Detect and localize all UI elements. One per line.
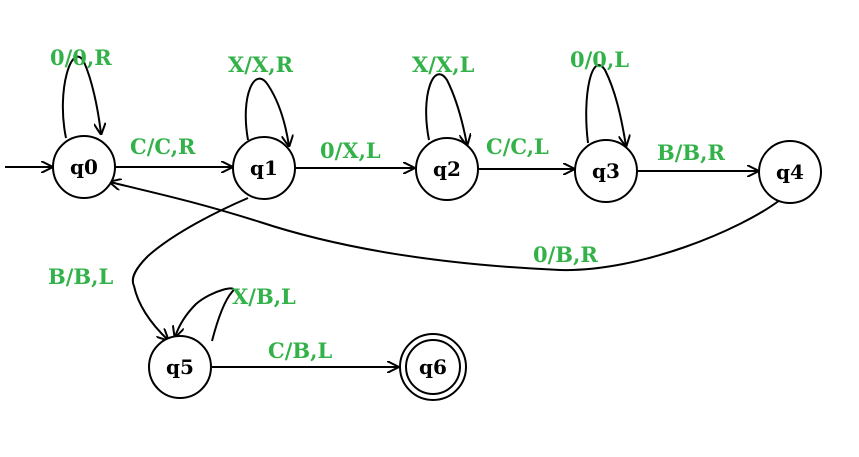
edge-q0-q0 [61, 55, 101, 139]
edge-q1-q1 [244, 77, 289, 146]
label-q3-q4: B/B,R [657, 140, 725, 165]
edge-q4-q0 [110, 182, 781, 272]
state-q5-label: q5 [166, 355, 194, 379]
state-q3: q3 [574, 139, 638, 203]
label-q1-q2: 0/X,L [320, 138, 381, 163]
label-q1-q5: B/B,L [48, 264, 113, 289]
state-q0: q0 [52, 135, 116, 199]
label-q2-q2: X/X,L [412, 52, 475, 77]
state-q0-label: q0 [70, 155, 98, 179]
state-q6-label: q6 [419, 355, 447, 379]
label-q5-q6: C/B,L [268, 338, 332, 363]
label-q0-q0: 0/0,R [50, 45, 112, 70]
label-q4-q0: 0/B,R [533, 242, 598, 267]
state-q2-label: q2 [433, 157, 461, 181]
edge-q2-q2 [425, 73, 467, 145]
state-q6-accept: q6 [399, 333, 467, 401]
state-q1-label: q1 [250, 156, 278, 180]
label-q5-q5: X/B,L [232, 284, 296, 309]
state-q3-label: q3 [592, 159, 620, 183]
label-q1-q1: X/X,R [228, 52, 294, 77]
label-q3-q3: 0/0,L [570, 47, 629, 72]
state-q4-label: q4 [776, 160, 804, 184]
edge-q5-q5 [175, 287, 235, 342]
label-q2-q3: C/C,L [486, 134, 549, 159]
state-q1: q1 [232, 136, 296, 200]
state-q5: q5 [148, 335, 212, 399]
edge-q3-q3 [585, 64, 626, 146]
label-q0-q1: C/C,R [130, 134, 196, 159]
state-q2: q2 [415, 137, 479, 201]
state-q4: q4 [758, 140, 822, 204]
edge-q1-q5 [131, 197, 249, 340]
